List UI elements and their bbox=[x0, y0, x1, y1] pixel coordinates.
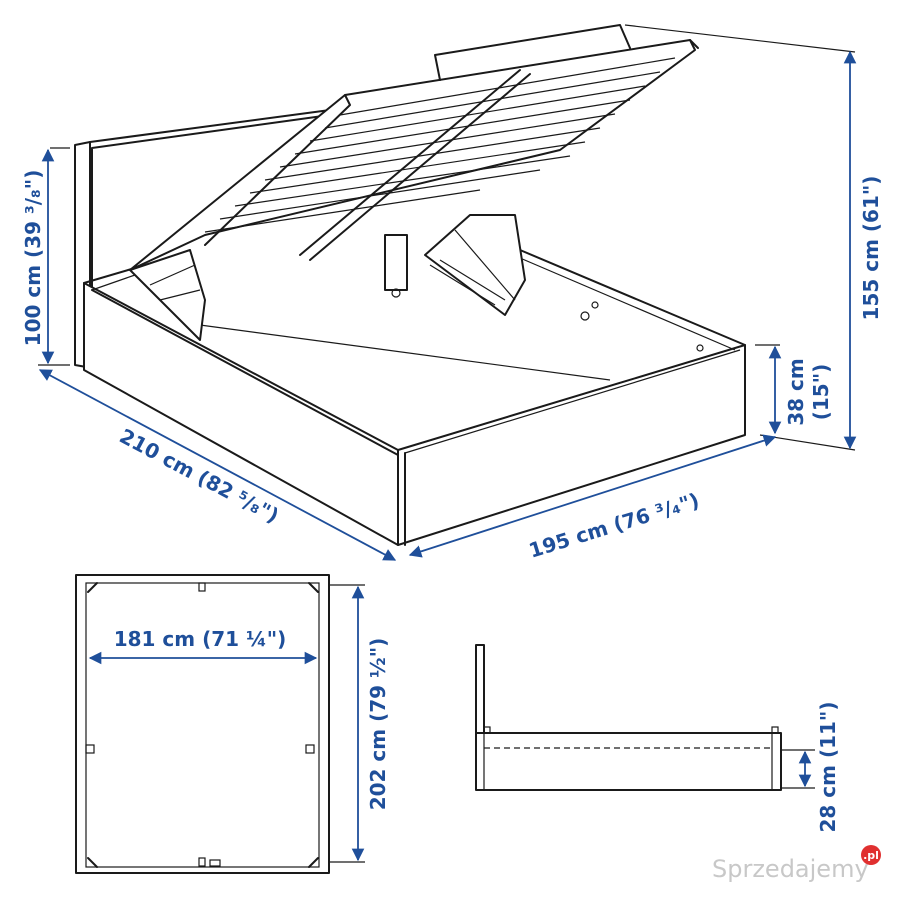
slatted-base-raised bbox=[129, 24, 699, 271]
watermark: Sprzedajemy .pl bbox=[712, 845, 881, 883]
dimension-lines-isometric bbox=[38, 24, 857, 561]
lift-handle bbox=[434, 24, 631, 81]
lift-mechanism-right bbox=[424, 214, 526, 316]
lift-mechanism-left bbox=[129, 249, 206, 341]
watermark-dot-icon bbox=[861, 845, 881, 865]
bed-top-view bbox=[75, 574, 330, 874]
dim-headboard-height: 100 cm (39 ³/₈") bbox=[21, 170, 45, 347]
watermark-suffix: .pl bbox=[863, 849, 879, 862]
dim-inner-length: 202 cm (79 ½") bbox=[366, 638, 390, 811]
dim-frame-height-cm: 38 cm bbox=[784, 358, 808, 426]
center-support-leg bbox=[384, 234, 408, 298]
watermark-text: Sprzedajemy bbox=[712, 855, 869, 883]
dimension-lines-top-view bbox=[88, 584, 365, 863]
dim-inner-width: 181 cm (71 ¼") bbox=[114, 627, 287, 651]
dim-frame-width: 195 cm (76 ³/₄") bbox=[526, 488, 702, 563]
bed-side-view bbox=[475, 644, 782, 791]
dimension-lines-side-view bbox=[782, 749, 815, 789]
dim-total-height: 155 cm (61") bbox=[859, 176, 883, 321]
slats bbox=[204, 57, 676, 233]
dim-inner-depth: 28 cm (11") bbox=[816, 702, 840, 833]
dim-frame-height-in: (15") bbox=[809, 364, 833, 421]
